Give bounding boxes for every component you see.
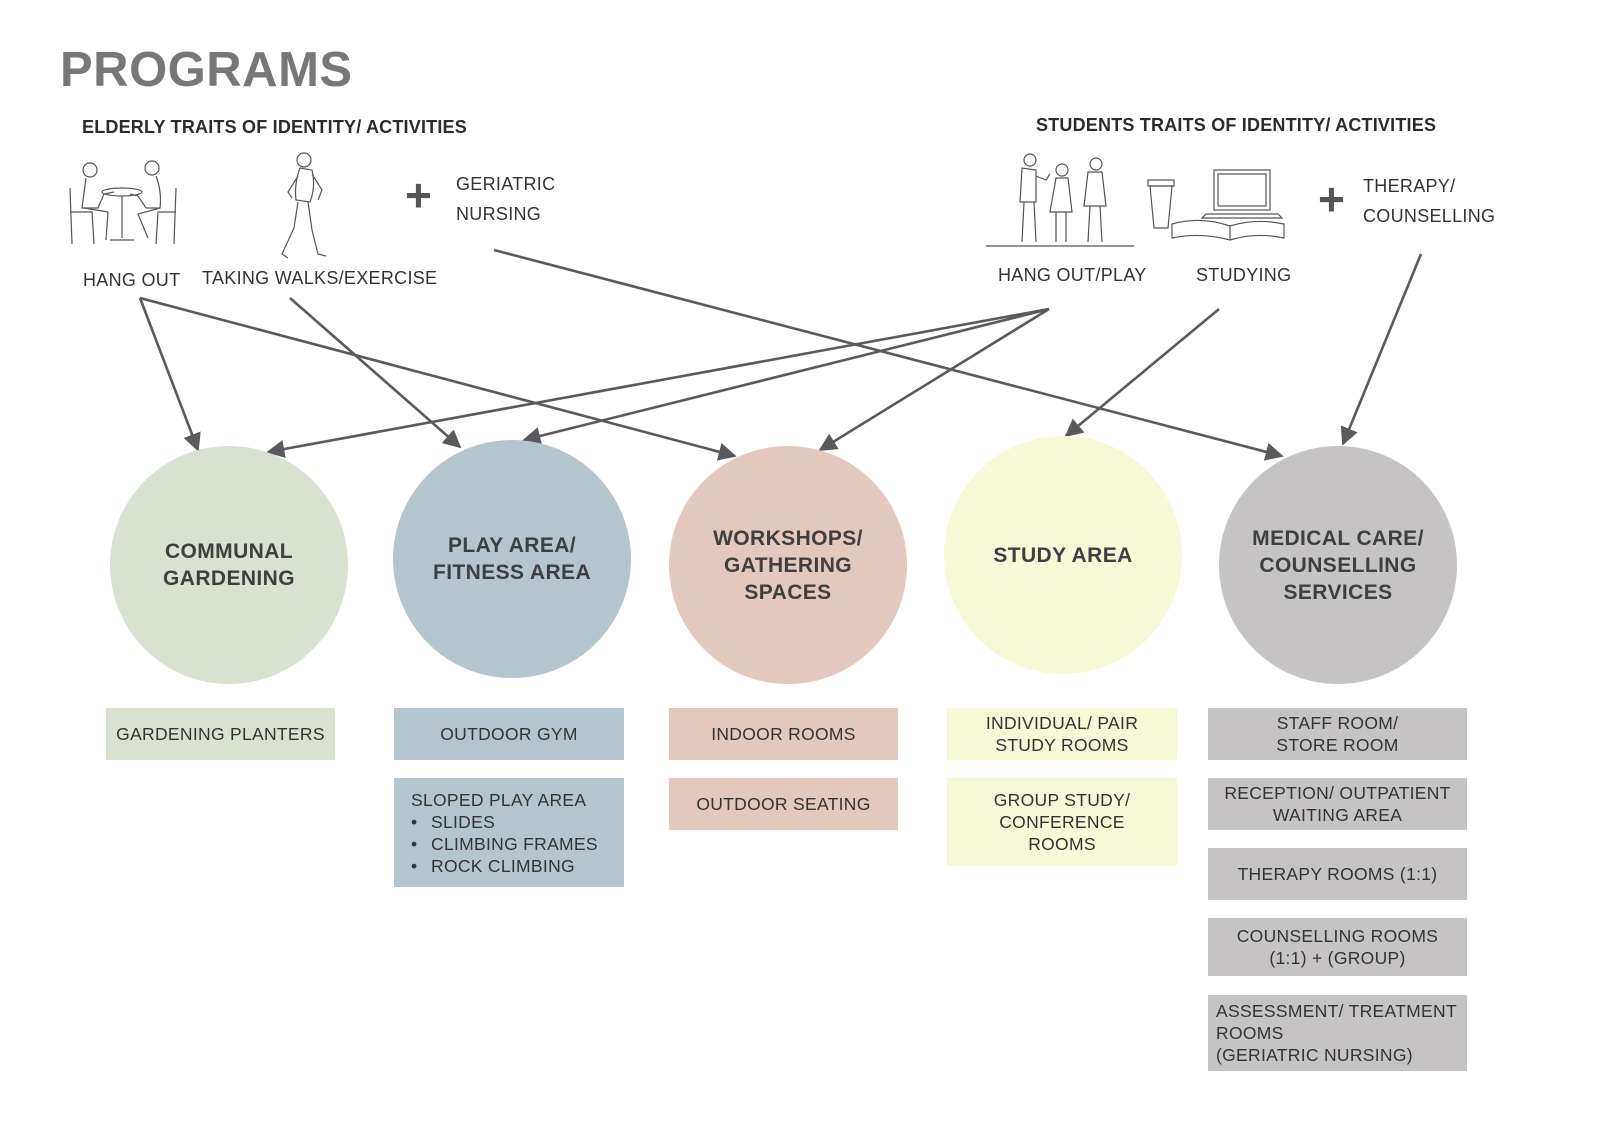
space-counselling-rooms: COUNSELLING ROOMS (1:1) + (GROUP): [1208, 918, 1467, 976]
sloped-heading: SLOPED PLAY AREA: [411, 789, 587, 810]
circle-workshops: WORKSHOPS/ GATHERING SPACES: [669, 446, 907, 684]
elderly-extra-line-2: NURSING: [456, 204, 542, 224]
elderly-walking-figure-icon: [281, 152, 327, 259]
circle-play-fitness: PLAY AREA/ FITNESS AREA: [393, 440, 631, 678]
sloped-item: ROCK CLIMBING: [411, 855, 598, 877]
circle-label-medical: MEDICAL CARE/ COUNSELLING SERVICES: [1252, 526, 1424, 604]
circle-label-play: PLAY AREA/ FITNESS AREA: [432, 534, 592, 584]
space-reception: RECEPTION/ OUTPATIENT WAITING AREA: [1208, 778, 1467, 830]
space-outdoor-seating: OUTDOOR SEATING: [669, 778, 898, 830]
space-label: THERAPY ROOMS (1:1): [1237, 864, 1438, 884]
space-group-study: GROUP STUDY/ CONFERENCE ROOMS: [947, 778, 1177, 866]
students-group-figure-icon: [986, 153, 1134, 247]
space-outdoor-gym: OUTDOOR GYM: [394, 708, 624, 760]
page-title: PROGRAMS: [60, 43, 353, 97]
space-label: GARDENING PLANTERS: [116, 724, 325, 744]
space-label: RECEPTION/ OUTPATIENT WAITING AREA: [1224, 783, 1451, 825]
students-plus-icon: +: [1318, 173, 1345, 225]
space-label: INDOOR ROOMS: [711, 724, 856, 744]
arrow-students-hangout-to-workshops: [818, 307, 1050, 452]
space-label: COUNSELLING ROOMS (1:1) + (GROUP): [1236, 926, 1439, 968]
students-activity-studying: STUDYING: [1196, 265, 1292, 285]
arrow-students-hangout-to-play: [522, 307, 1050, 445]
space-sloped-play-area: SLOPED PLAY AREA SLIDES CLIMBING FRAMES …: [394, 778, 624, 887]
space-assessment-rooms: ASSESSMENT/ TREATMENT ROOMS (GERIATRIC N…: [1208, 995, 1467, 1071]
circle-communal-gardening: COMMUNAL GARDENING: [110, 446, 348, 684]
students-heading: STUDENTS TRAITS OF IDENTITY/ ACTIVITIES: [1036, 115, 1437, 135]
arrow-therapy-to-medical: [1340, 253, 1423, 446]
arrow-hangout-to-workshops: [139, 296, 737, 461]
elderly-hangout-figure-icon: [69, 160, 177, 245]
space-gardening-planters: GARDENING PLANTERS: [106, 708, 335, 760]
arrow-studying-to-study-area: [1064, 307, 1220, 438]
sloped-item: SLIDES: [411, 811, 598, 833]
circle-medical-care: MEDICAL CARE/ COUNSELLING SERVICES: [1219, 446, 1457, 684]
elderly-extra: GERIATRIC NURSING: [456, 169, 555, 229]
space-individual-study: INDIVIDUAL/ PAIR STUDY ROOMS: [947, 708, 1177, 760]
space-label: STAFF ROOM/ STORE ROOM: [1276, 713, 1399, 755]
arrow-students-hangout-to-gardening: [266, 307, 1050, 459]
elderly-activity-walks: TAKING WALKS/EXERCISE: [202, 268, 438, 288]
space-label: ASSESSMENT/ TREATMENT ROOMS (GERIATRIC N…: [1216, 1001, 1457, 1065]
space-label: INDIVIDUAL/ PAIR STUDY ROOMS: [985, 713, 1139, 755]
studying-laptop-book-icon: [1147, 169, 1285, 241]
space-indoor-rooms: INDOOR ROOMS: [669, 708, 898, 760]
space-therapy-rooms: THERAPY ROOMS (1:1): [1208, 848, 1467, 900]
students-extra: THERAPY/ COUNSELLING: [1363, 171, 1495, 231]
elderly-activity-hang-out: HANG OUT: [83, 270, 181, 290]
arrow-geriatric-to-medical: [493, 248, 1284, 461]
arrow-walks-to-play: [289, 297, 462, 449]
sloped-item: CLIMBING FRAMES: [411, 833, 598, 855]
space-staff-room: STAFF ROOM/ STORE ROOM: [1208, 708, 1467, 760]
circle-label-study: STUDY AREA: [993, 543, 1133, 567]
students-activity-hang-out-play: HANG OUT/PLAY: [998, 265, 1147, 285]
students-extra-line-2: COUNSELLING: [1363, 206, 1496, 226]
arrow-hangout-to-gardening: [138, 297, 201, 452]
circle-label-workshops: WORKSHOPS/ GATHERING SPACES: [713, 526, 863, 604]
students-extra-line-1: THERAPY/: [1363, 176, 1456, 196]
elderly-extra-line-1: GERIATRIC: [456, 174, 556, 194]
circle-study-area: STUDY AREA: [944, 436, 1182, 674]
space-label: OUTDOOR SEATING: [696, 794, 871, 814]
elderly-plus-icon: +: [405, 169, 432, 221]
space-label: GROUP STUDY/ CONFERENCE ROOMS: [993, 790, 1131, 854]
circle-label-gardening: COMMUNAL GARDENING: [163, 540, 295, 590]
elderly-heading: ELDERLY TRAITS OF IDENTITY/ ACTIVITIES: [82, 117, 467, 137]
space-label: OUTDOOR GYM: [440, 724, 578, 744]
